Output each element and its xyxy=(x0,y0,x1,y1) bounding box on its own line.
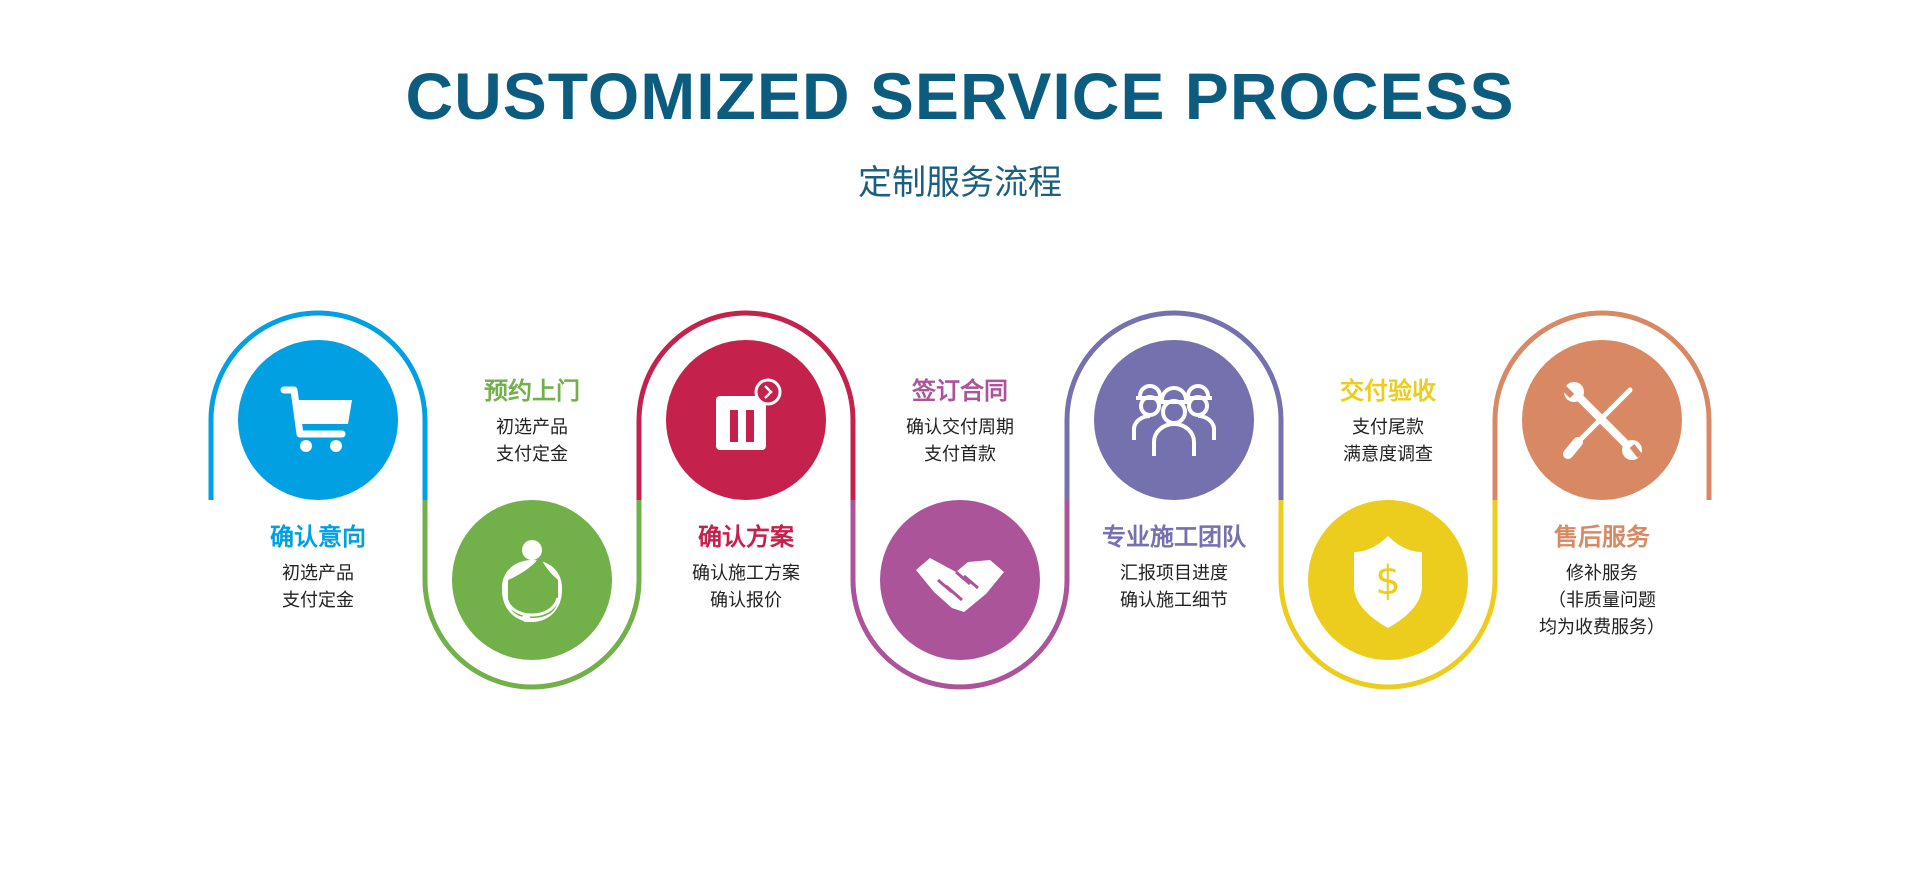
step-title: 确认意向 xyxy=(270,523,366,551)
step-description-line: 支付尾款 xyxy=(1352,417,1424,438)
step-label: 交付验收支付尾款满意度调查 xyxy=(1281,376,1495,468)
step-description-line: 支付定金 xyxy=(496,444,568,465)
step-description-line: 均为收费服务） xyxy=(1539,617,1665,638)
workers-team-icon xyxy=(1132,384,1216,456)
shopping-cart-icon xyxy=(280,386,352,452)
step-description-line: 确认报价 xyxy=(710,590,782,611)
connector-arc xyxy=(636,310,856,500)
step-5 xyxy=(1064,310,1284,500)
shield-dollar-icon: $ xyxy=(1354,536,1422,628)
page-title: CUSTOMIZED SERVICE PROCESS xyxy=(405,59,1515,133)
plan-document-icon xyxy=(716,378,782,450)
step-description-line: （非质量问题 xyxy=(1548,590,1656,611)
step-description-line: 满意度调查 xyxy=(1343,444,1433,465)
step-title: 专业施工团队 xyxy=(1102,523,1246,551)
step-title: 确认方案 xyxy=(698,523,794,551)
connector-arc xyxy=(1278,500,1498,690)
step-description-line: 汇报项目进度 xyxy=(1120,563,1228,584)
connector-arc xyxy=(1064,310,1284,500)
step-description-line: 确认施工方案 xyxy=(692,563,800,584)
step-4 xyxy=(850,500,1070,690)
step-label: 预约上门初选产品支付定金 xyxy=(425,376,639,468)
customer-service-headset-icon xyxy=(501,540,563,622)
step-label: 确认意向初选产品支付定金 xyxy=(211,522,425,614)
step-description-line: 支付定金 xyxy=(282,590,354,611)
page-subtitle: 定制服务流程 xyxy=(858,163,1062,203)
step-3 xyxy=(636,310,856,500)
connector-arc xyxy=(1492,310,1712,500)
connector-arc xyxy=(850,500,1070,690)
step-7 xyxy=(1492,310,1712,500)
step-1 xyxy=(208,310,428,500)
step-title: 签订合同 xyxy=(912,377,1008,405)
step-description-line: 初选产品 xyxy=(282,563,354,584)
connector-arc xyxy=(422,500,642,690)
handshake-icon xyxy=(916,558,1004,612)
step-label: 签订合同确认交付周期支付首款 xyxy=(853,376,1067,468)
step-2 xyxy=(422,500,642,690)
step-title: 售后服务 xyxy=(1554,523,1650,551)
step-label: 售后服务修补服务 （非质量问题均为收费服务） xyxy=(1495,522,1709,641)
step-description-line: 初选产品 xyxy=(496,417,568,438)
step-6: $ xyxy=(1278,500,1498,690)
connector-arc xyxy=(208,310,428,500)
step-label: 确认方案确认施工方案确认报价 xyxy=(639,522,853,614)
step-label: 专业施工团队汇报项目进度确认施工细节 xyxy=(1067,522,1281,614)
step-description-line: 确认施工细节 xyxy=(1120,590,1228,611)
step-description-line: 确认交付周期 xyxy=(906,417,1014,438)
step-circle xyxy=(1094,340,1254,500)
step-title: 预约上门 xyxy=(484,377,580,405)
step-description-line: 修补服务 xyxy=(1566,563,1638,584)
step-title: 交付验收 xyxy=(1340,377,1436,405)
svg-text:$: $ xyxy=(1375,558,1400,604)
tools-wrench-screwdriver-icon xyxy=(1561,382,1643,460)
step-description-line: 支付首款 xyxy=(924,444,996,465)
